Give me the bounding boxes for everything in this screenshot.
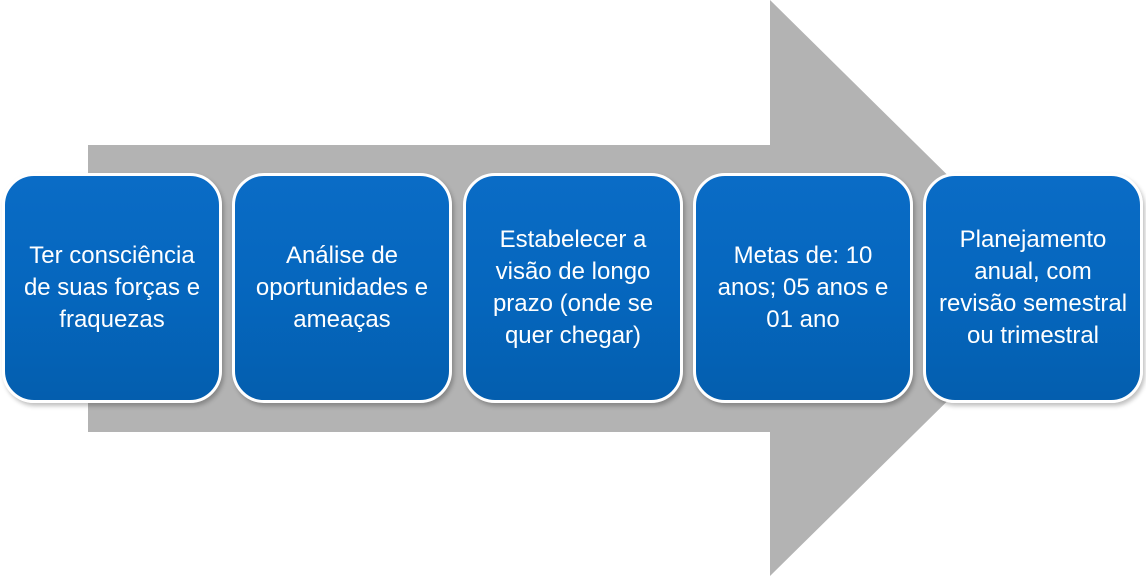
step-box-5: Planejamento anual, com revisão semestra… <box>923 173 1143 403</box>
step-label-2: Análise de oportunidades e ameaças <box>255 242 429 333</box>
step-box-1: Ter consciência de suas forças e fraquez… <box>2 173 222 403</box>
step-label-1: Ter consciência de suas forças e fraquez… <box>23 242 201 333</box>
step-label-4: Metas de: 10 anos; 05 anos e 01 ano <box>717 242 889 333</box>
step-label-3: Estabelecer a visão de longo prazo (onde… <box>492 226 654 349</box>
step-label-5: Planejamento anual, com revisão semestra… <box>938 226 1128 349</box>
step-box-2: Análise de oportunidades e ameaças <box>232 173 452 403</box>
step-box-3: Estabelecer a visão de longo prazo (onde… <box>463 173 683 403</box>
step-box-4: Metas de: 10 anos; 05 anos e 01 ano <box>693 173 913 403</box>
